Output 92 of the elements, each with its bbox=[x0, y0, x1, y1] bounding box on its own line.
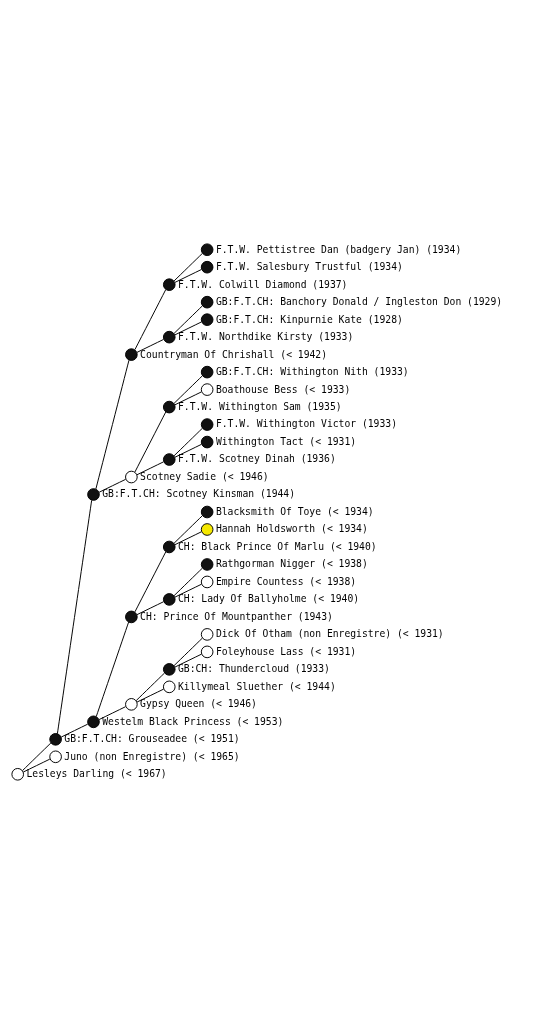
node-label: CH: Prince Of Mountpanther (1943) bbox=[140, 610, 333, 622]
connector bbox=[173, 515, 203, 544]
connector bbox=[135, 672, 166, 702]
connector bbox=[134, 551, 167, 613]
node-circle bbox=[162, 593, 176, 606]
node-label: Westelm Black Princess (< 1953) bbox=[102, 715, 284, 727]
node-label: F.T.W. Northdike Kirsty (1933) bbox=[178, 331, 354, 343]
node-circle bbox=[162, 278, 176, 291]
connector bbox=[174, 391, 202, 406]
node-label: Dick Of Otham (non Enregistre) (< 1931) bbox=[215, 628, 444, 640]
node-label: GB:F.T.CH: Grouseadee (< 1951) bbox=[64, 733, 240, 745]
node-circle bbox=[125, 348, 138, 361]
node-circle bbox=[200, 435, 214, 449]
node-circle bbox=[200, 505, 214, 519]
connector bbox=[98, 478, 127, 493]
node-circle bbox=[87, 488, 100, 501]
node-circle bbox=[162, 453, 176, 466]
node-circle bbox=[125, 610, 138, 624]
connector bbox=[136, 461, 164, 476]
node-label: GB:F.T.CH: Kinpurnie Kate (1928) bbox=[215, 313, 403, 325]
node-label: Countryman Of Chrishall (< 1942) bbox=[140, 348, 328, 360]
connector bbox=[174, 443, 202, 458]
node-circle bbox=[200, 383, 214, 396]
node-circle bbox=[162, 540, 176, 554]
node-label: F.T.W. Salesbury Trustful (1934) bbox=[215, 261, 403, 273]
node-circle bbox=[200, 628, 214, 641]
node-circle bbox=[200, 260, 214, 274]
connector bbox=[60, 723, 89, 738]
connector bbox=[98, 706, 127, 721]
connector bbox=[174, 653, 202, 668]
connector bbox=[174, 583, 202, 598]
node-circle bbox=[200, 313, 214, 326]
node-label: F.T.W. Withington Sam (1935) bbox=[178, 401, 342, 412]
connector bbox=[56, 499, 93, 735]
connector bbox=[134, 289, 167, 351]
connector bbox=[136, 688, 164, 703]
node-label: Rathgorman Nigger (< 1938) bbox=[215, 558, 368, 570]
connector bbox=[22, 742, 52, 772]
node-label: Killymeal Sluether (< 1944) bbox=[178, 680, 336, 692]
node-label: GB:F.T.CH: Scotney Kinsman (1944) bbox=[102, 488, 296, 500]
node-label: GB:CH: Thundercloud (1933) bbox=[178, 663, 330, 675]
node-label: Boathouse Bess (< 1933) bbox=[215, 383, 351, 395]
connector bbox=[22, 758, 51, 773]
connector bbox=[174, 531, 202, 546]
node-label: GB:F.T.CH: Banchory Donald / Ingleston Don (1929) bbox=[215, 296, 503, 308]
connector bbox=[136, 601, 164, 616]
node-label: Gypsy Queen (< 1946) bbox=[140, 698, 257, 710]
node-circle bbox=[162, 400, 176, 414]
connector bbox=[174, 269, 202, 283]
node-circle bbox=[87, 715, 100, 729]
connector bbox=[173, 567, 203, 597]
connector bbox=[173, 252, 203, 282]
node-circle bbox=[49, 733, 62, 746]
node-label: F.T.W. Scotney Dinah (1936) bbox=[178, 453, 336, 465]
node-label: Lesleys Darling (< 1967) bbox=[26, 768, 167, 780]
node-circle bbox=[200, 418, 214, 431]
node-label: Withington Tact (< 1931) bbox=[215, 435, 357, 447]
node-circle bbox=[200, 575, 214, 589]
node-circle bbox=[125, 470, 138, 484]
node-circle bbox=[200, 243, 214, 257]
connector bbox=[136, 339, 164, 353]
node-circle bbox=[162, 680, 176, 694]
connector bbox=[174, 321, 202, 336]
connector bbox=[95, 621, 130, 717]
node-label: CH: Lady Of Ballyholme (< 1940) bbox=[178, 593, 360, 605]
node-label: CH: Black Prince Of Marlu (< 1940) bbox=[178, 540, 377, 552]
node-circle bbox=[162, 663, 176, 676]
node-label: Hannah Holdsworth (< 1934) bbox=[215, 523, 368, 535]
node-circle bbox=[11, 767, 25, 781]
node-label: Empire Countess (< 1938) bbox=[215, 575, 357, 587]
node-label: Foleyhouse Lass (< 1931) bbox=[215, 645, 357, 657]
node-circle bbox=[49, 750, 62, 764]
connector bbox=[173, 375, 203, 404]
node-circle bbox=[200, 645, 214, 659]
node-label: Scotney Sadie (< 1946) bbox=[140, 470, 269, 482]
node-circle bbox=[200, 365, 214, 379]
node-circle bbox=[125, 698, 138, 711]
node-circle bbox=[200, 523, 214, 536]
node-label: F.T.W. Colwill Diamond (1937) bbox=[178, 278, 348, 290]
node-circle bbox=[200, 558, 214, 571]
connector bbox=[95, 359, 130, 490]
node-label: F.T.W. Pettistree Dan (badgery Jan) (1934) bbox=[215, 243, 462, 255]
connector bbox=[173, 427, 203, 457]
node-label: Blacksmith Of Toye (< 1934) bbox=[215, 505, 374, 517]
connector bbox=[134, 411, 167, 473]
node-label: Juno (non Enregistre) (< 1965) bbox=[64, 750, 240, 762]
node-circle bbox=[200, 295, 214, 309]
node-label: F.T.W. Withington Victor (1933) bbox=[215, 418, 397, 430]
node-circle bbox=[162, 330, 176, 344]
connector bbox=[173, 305, 203, 334]
connector bbox=[173, 637, 203, 667]
node-label: GB:F.T.CH: Withington Nith (1933) bbox=[215, 366, 409, 378]
